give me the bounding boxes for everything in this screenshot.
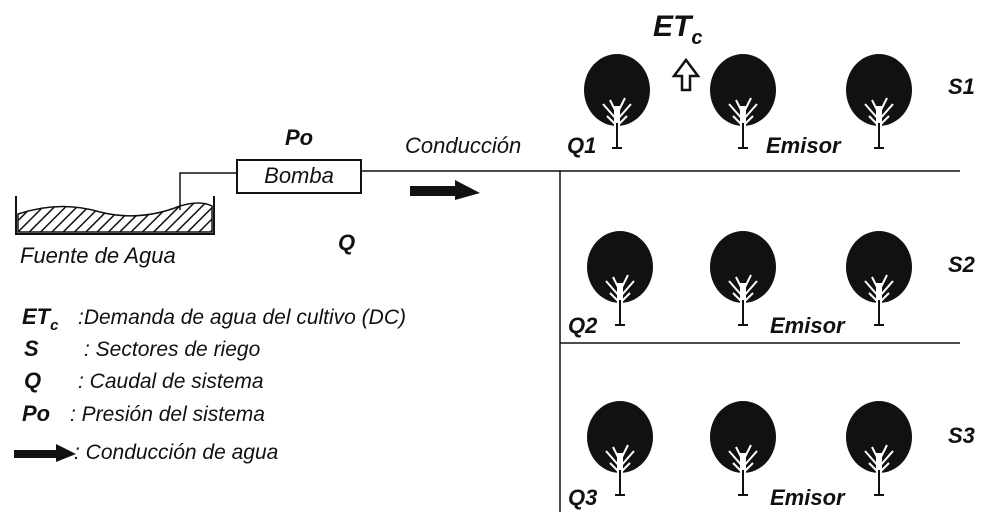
legend-text-s: : Sectores de riego <box>84 338 261 361</box>
tree-icon <box>845 53 913 149</box>
etc-title: ETc <box>653 10 702 49</box>
sector-1-name: S1 <box>948 74 975 99</box>
tree-icon <box>709 400 777 496</box>
sector-3-flow: Q3 <box>568 485 597 510</box>
legend-key-po: Po <box>22 401 50 426</box>
tree-icon <box>845 400 913 496</box>
legend-text-po: : Presión del sistema <box>70 403 265 426</box>
legend: ETc :Demanda de agua del cultivo (DC) S … <box>14 304 406 464</box>
pump-pressure-label: Po <box>285 125 313 150</box>
sector-2-emitter: Emisor <box>770 313 846 338</box>
conduction-arrow-icon <box>410 180 480 200</box>
legend-text-q: : Caudal de sistema <box>78 370 264 393</box>
sector-3-name: S3 <box>948 423 975 448</box>
pump-box <box>236 159 362 194</box>
tree-icon <box>586 400 654 496</box>
legend-key-s: S <box>24 336 39 361</box>
tree-icon <box>845 230 913 326</box>
suction-pipe <box>179 172 237 210</box>
pump-flow-label: Q <box>338 230 355 255</box>
water-source-label: Fuente de Agua <box>20 243 176 268</box>
pump-label: Bomba <box>264 163 334 188</box>
tree-icon <box>586 230 654 326</box>
legend-text-arrow: : Conducción de agua <box>74 441 278 464</box>
legend-key-etc: ETc <box>22 304 59 334</box>
water-source-tank <box>15 196 215 235</box>
sector-3-emitter: Emisor <box>770 485 846 510</box>
sector-2-name: S2 <box>948 252 976 277</box>
legend-text-etc: :Demanda de agua del cultivo (DC) <box>78 306 406 329</box>
evaporation-arrow-icon <box>671 57 701 92</box>
sector-2-flow: Q2 <box>568 313 598 338</box>
legend-key-q: Q <box>24 368 41 393</box>
tree-icon <box>709 230 777 326</box>
sector-1-emitter: Emisor <box>766 133 842 158</box>
legend-arrow-icon <box>14 444 76 462</box>
conduction-label: Conducción <box>405 133 521 158</box>
sector-1-flow: Q1 <box>567 133 596 158</box>
